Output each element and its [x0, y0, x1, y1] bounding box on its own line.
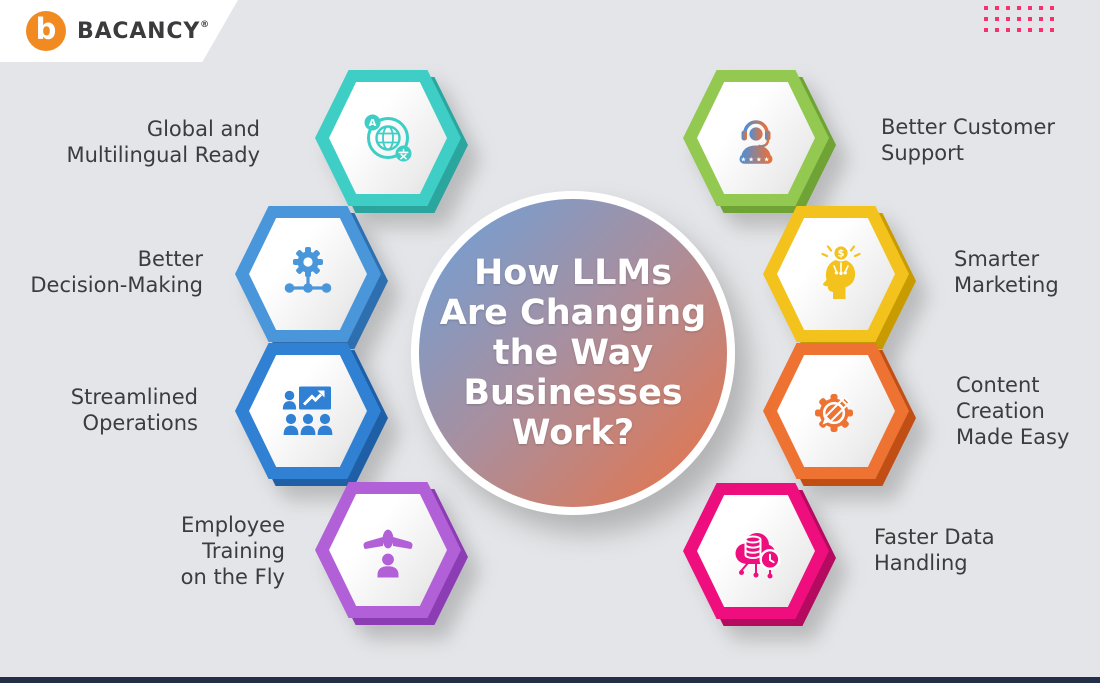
dot — [984, 28, 988, 32]
footer-bar — [0, 677, 1100, 683]
title-line: the Way — [492, 333, 654, 373]
dot — [1039, 17, 1043, 21]
dot — [1028, 28, 1032, 32]
label-employee-training: Employee Training on the Fly — [180, 513, 285, 589]
dot — [1028, 17, 1032, 21]
brand-name: BACANCY ® — [77, 19, 210, 44]
dot — [1050, 28, 1054, 32]
dots-pattern — [984, 6, 1061, 39]
hexagon-content-creation — [763, 343, 916, 486]
logo-plate: b BACANCY ® — [0, 0, 238, 62]
central-title-circle: How LLMs Are Changing the Way Businesses… — [411, 191, 735, 515]
dot — [1039, 28, 1043, 32]
marketing-head-icon: $ — [804, 242, 868, 306]
team-presentation-icon — [276, 379, 340, 443]
label-better-customer-support: Better Customer Support — [881, 115, 1056, 165]
gear-network-icon — [276, 242, 340, 306]
svg-text:A: A — [369, 118, 377, 129]
svg-text:$: $ — [838, 248, 845, 259]
title-line: How LLMs — [473, 253, 673, 293]
dot — [1050, 6, 1054, 10]
employee-training-plane-icon — [356, 518, 420, 582]
hexagon-inner — [329, 494, 447, 606]
dot — [995, 17, 999, 21]
svg-text:★★★★: ★★★★ — [741, 155, 772, 163]
dot — [984, 17, 988, 21]
dot — [1039, 6, 1043, 10]
hexagon-global-multilingual-ready: A — [315, 70, 468, 213]
dot — [1006, 28, 1010, 32]
dot — [1028, 6, 1032, 10]
label-faster-data-handling: Faster Data Handling — [874, 525, 995, 575]
title-line: Work? — [511, 413, 635, 453]
hexagon-faster-data-handling — [683, 483, 836, 626]
dot — [995, 28, 999, 32]
label-better-decision-making: Better Decision-Making — [30, 247, 203, 297]
infographic-title: How LLMs Are Changing the Way Businesses… — [440, 253, 706, 453]
customer-support-icon: ★★★★ — [724, 106, 788, 170]
label-smarter-marketing: Smarter Marketing — [954, 247, 1059, 297]
dot — [1006, 6, 1010, 10]
title-line: Businesses — [463, 373, 683, 413]
hexagon-smarter-marketing: $ — [763, 206, 916, 349]
title-line: Are Changing — [439, 293, 707, 333]
data-cloud-clock-icon — [724, 519, 788, 583]
hexagon-streamlined-operations — [235, 343, 388, 486]
dot — [1017, 28, 1021, 32]
translation-globe-icon: A — [356, 106, 420, 170]
label-content-creation: Content Creation Made Easy — [956, 373, 1070, 449]
hexagon-employee-training — [315, 482, 468, 625]
dot — [984, 6, 988, 10]
bacancy-b-icon: b — [26, 11, 66, 51]
dot — [1017, 6, 1021, 10]
registered-mark: ® — [200, 19, 210, 30]
dot — [1017, 17, 1021, 21]
hexagon-better-customer-support: ★★★★ — [683, 70, 836, 213]
brand-name-text: BACANCY — [77, 18, 201, 44]
label-global-multilingual-ready: Global and Multilingual Ready — [66, 117, 260, 167]
hexagon-inner — [249, 355, 367, 467]
label-streamlined-operations: Streamlined Operations — [70, 385, 198, 435]
dot — [1006, 17, 1010, 21]
content-gear-pencil-icon — [804, 379, 868, 443]
dot — [1050, 17, 1054, 21]
dot — [995, 6, 999, 10]
hexagon-inner — [329, 82, 447, 194]
logo-letter: b — [35, 12, 57, 46]
hexagon-better-decision-making — [235, 206, 388, 349]
